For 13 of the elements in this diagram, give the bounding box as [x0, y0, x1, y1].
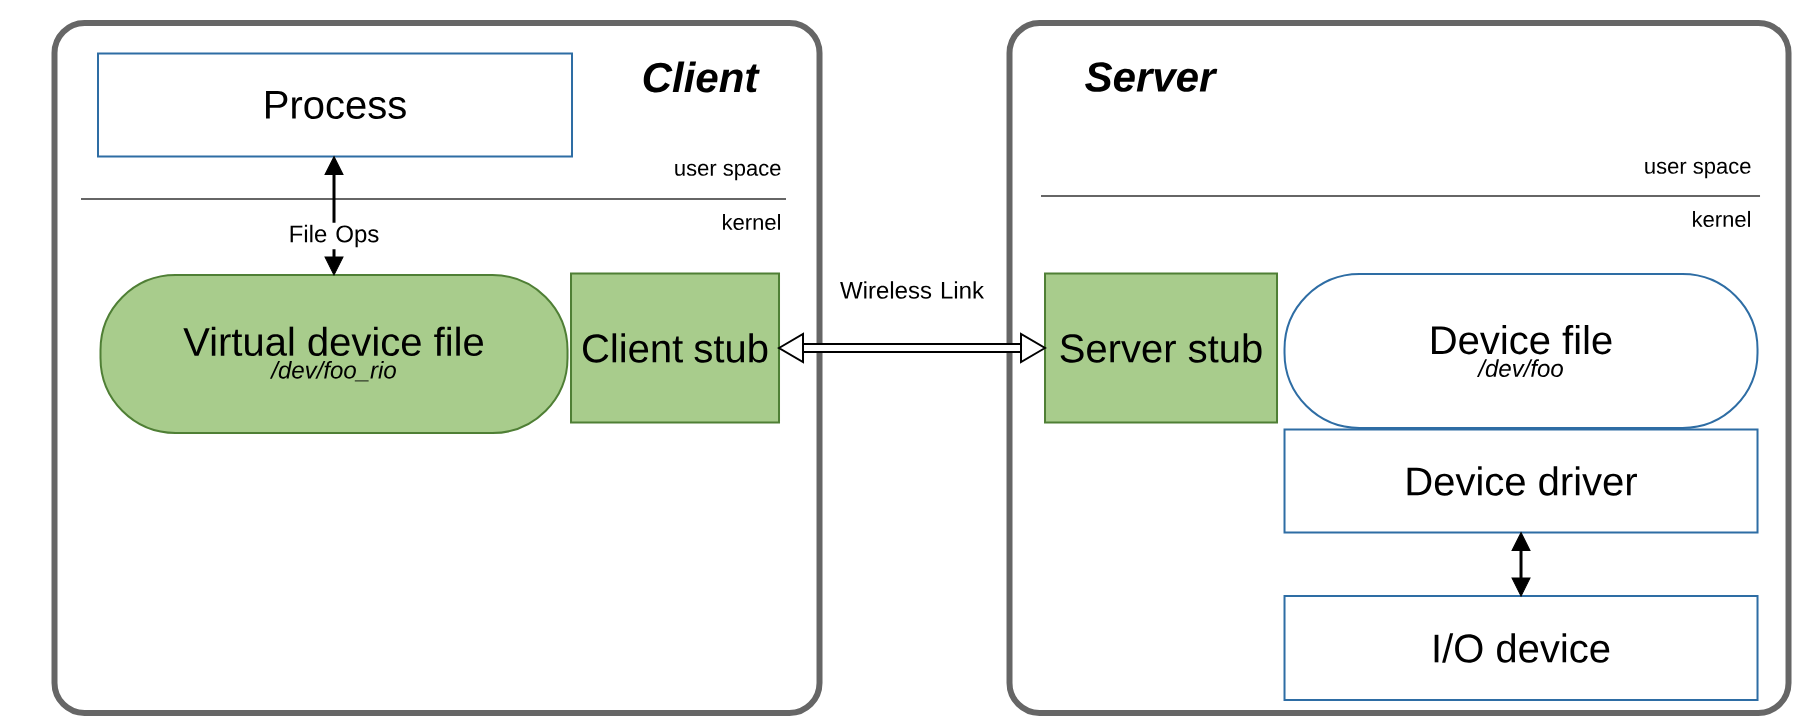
process-box: Process — [97, 52, 573, 158]
layer-label: kernel — [723, 213, 780, 231]
arrow — [1511, 532, 1531, 597]
layer-label: user space — [1645, 161, 1751, 179]
process-box: Device driver — [1283, 428, 1759, 534]
process-box: I/O device — [1283, 595, 1759, 701]
edge-label: File Ops — [290, 224, 379, 248]
layer-label: user space — [675, 163, 781, 181]
stub-box: Client stub — [570, 272, 780, 424]
layer-label: kernel — [1693, 210, 1750, 228]
stub-box: Server stub — [1044, 272, 1278, 424]
edge-label: Wireless Link — [840, 281, 985, 299]
arrow — [324, 156, 344, 276]
